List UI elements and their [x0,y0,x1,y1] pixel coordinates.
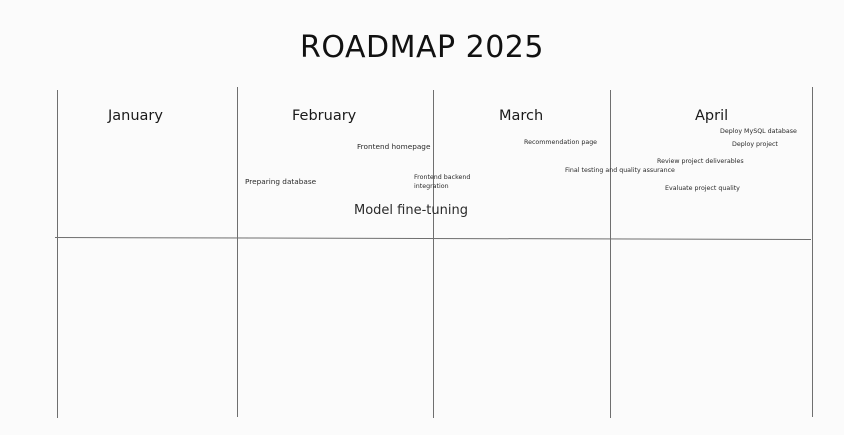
month-header-april: April [695,108,729,124]
month-header-february: February [292,108,357,124]
task-evaluate-quality: Evaluate project quality [665,185,740,192]
task-frontend-backend-integration: Frontend backend integration [414,174,470,191]
task-model-fine-tuning: Model fine-tuning [354,203,468,218]
column-divider-jan-feb [237,87,238,417]
task-frontend-backend-line1: Frontend backend [414,174,471,181]
task-frontend-homepage: Frontend homepage [357,142,431,151]
task-deploy-project: Deploy project [732,141,778,148]
column-divider-mar-apr [610,90,611,418]
column-divider-feb-mar [433,90,434,418]
column-divider-left [57,90,58,418]
month-header-march: March [499,108,544,124]
task-final-testing: Final testing and quality assurance [565,167,675,174]
task-deploy-mysql: Deploy MySQL database [720,128,797,135]
month-header-january: January [108,108,163,124]
roadmap-title: ROADMAP 2025 [300,30,544,65]
task-recommendation-page: Recommendation page [524,139,598,146]
column-divider-right [812,87,813,417]
task-review-deliverables: Review project deliverables [657,158,744,165]
task-preparing-database: Preparing database [245,177,317,186]
task-frontend-backend-line2: integration [414,182,449,190]
